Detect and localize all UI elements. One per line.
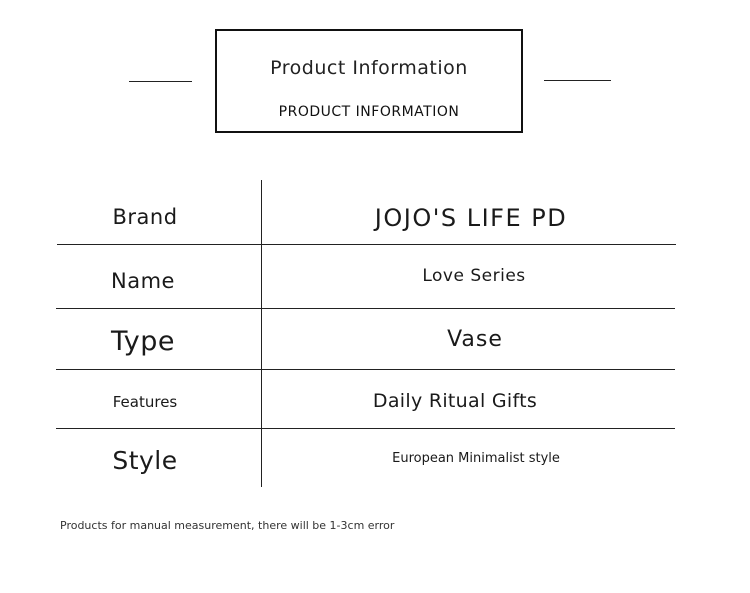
page-subtitle: PRODUCT INFORMATION bbox=[278, 104, 460, 120]
row-divider bbox=[57, 244, 676, 245]
row-label-name: Name bbox=[111, 269, 175, 293]
decor-line-right bbox=[544, 80, 611, 81]
row-value-type: Vase bbox=[447, 327, 503, 352]
row-label-style: Style bbox=[112, 446, 178, 475]
row-divider bbox=[56, 369, 675, 370]
page-title: Product Information bbox=[270, 57, 468, 79]
footnote-text: Products for manual measurement, there w… bbox=[60, 519, 395, 532]
row-value-style: European Minimalist style bbox=[392, 451, 560, 466]
row-divider bbox=[56, 428, 675, 429]
row-label-type: Type bbox=[110, 326, 175, 357]
row-value-features: Daily Ritual Gifts bbox=[372, 390, 538, 412]
row-value-name: Love Series bbox=[422, 266, 526, 286]
table-column-divider bbox=[261, 180, 262, 487]
title-box: Product Information PRODUCT INFORMATION bbox=[215, 29, 523, 133]
decor-line-left bbox=[129, 81, 192, 82]
row-label-features: Features bbox=[112, 393, 178, 411]
row-divider bbox=[56, 308, 675, 309]
row-value-brand: JOJO'S LIFE PD bbox=[374, 204, 568, 232]
row-label-brand: Brand bbox=[112, 205, 178, 229]
